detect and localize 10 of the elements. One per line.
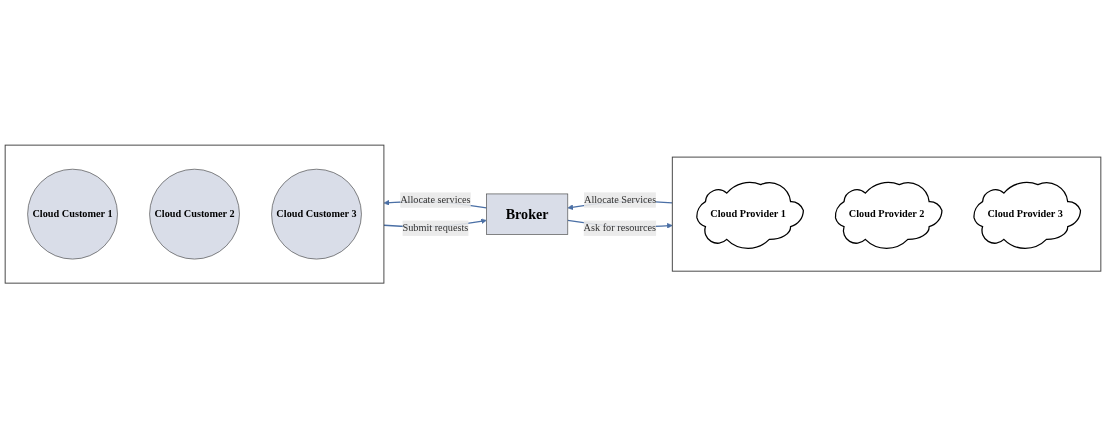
- node-circle: Cloud Customer 2: [149, 168, 240, 260]
- node-circle: Cloud Customer 1: [27, 168, 118, 260]
- node-circle: Cloud Customer 3: [271, 168, 362, 260]
- edge-label: Allocate services: [400, 194, 471, 206]
- cluster: [671, 156, 1102, 272]
- cluster: [4, 144, 385, 284]
- edge-label: Submit requests: [402, 222, 469, 234]
- edge-label: Allocate Services: [583, 194, 657, 206]
- node-box: Broker: [486, 193, 569, 235]
- edge-label: Ask for resources: [583, 222, 657, 234]
